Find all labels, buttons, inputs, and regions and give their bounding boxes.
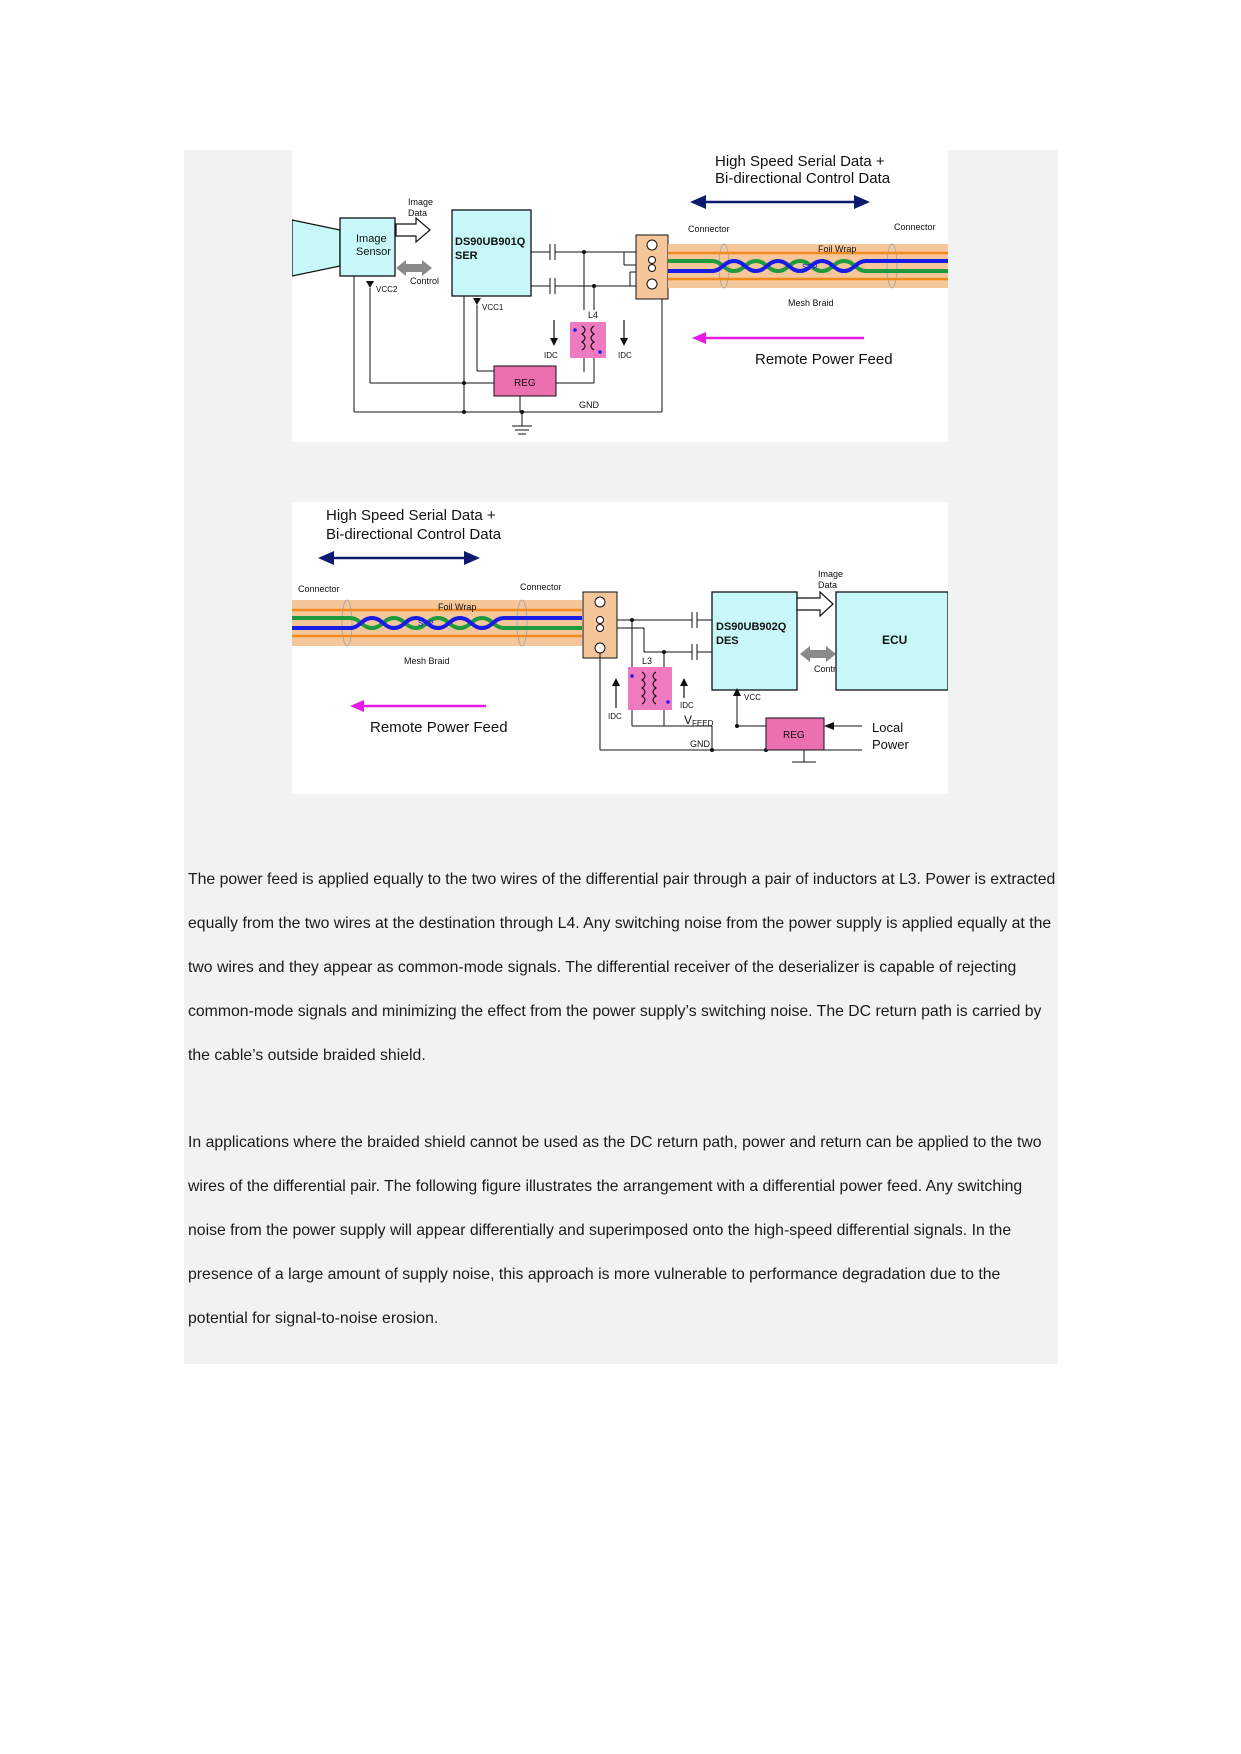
image-data-label-2: Data: [408, 208, 427, 218]
ser-chip-label-2: SER: [455, 250, 478, 262]
local-power-label-1: Local: [872, 720, 903, 735]
gnd-label-2: GND: [690, 739, 711, 749]
reg-block: [493, 365, 557, 397]
mesh-braid-label-2: Mesh Braid: [404, 656, 450, 666]
mesh-braid-label: Mesh Braid: [788, 298, 834, 308]
gnd-label: GND: [579, 400, 600, 410]
reg-block-2: [765, 717, 825, 751]
image-sensor-block: [339, 217, 396, 277]
ser-chip: [451, 209, 532, 297]
fig1-heading-line2: Bi-directional Control Data: [715, 170, 891, 187]
fig2-heading-line2: Bi-directional Control Data: [326, 526, 502, 543]
inductor-l3-label: L3: [642, 656, 652, 666]
des-chip-label-1: DS90UB902Q: [716, 621, 787, 633]
foil-wrap-label-2: Foil Wrap: [438, 602, 476, 612]
idc-right-label-2: IDC: [680, 701, 694, 710]
stp-label: STP: [802, 263, 818, 272]
inductor-l3: [628, 667, 672, 710]
power-ground-wiring: [353, 276, 663, 435]
vfeed-main: V: [684, 713, 692, 727]
vfeed-sub: FEED: [692, 719, 714, 728]
vcc-label-2: VCC: [744, 693, 761, 702]
camera-lens-icon: [292, 219, 341, 277]
remote-power-feed-label-2: Remote Power Feed: [370, 719, 508, 736]
control-label-2: Control: [814, 664, 843, 674]
ecu-label: ECU: [882, 633, 907, 647]
coupling-capacitors: [531, 244, 637, 310]
idc-left-label: IDC: [544, 351, 558, 360]
fig2-heading-line1: High Speed Serial Data +: [326, 507, 496, 524]
connector-left-label: Connector: [688, 224, 730, 234]
fig1-heading-line1: High Speed Serial Data +: [715, 153, 885, 170]
vcc2-label: VCC2: [376, 285, 398, 294]
connector-left-label-2: Connector: [298, 584, 340, 594]
vcc1-label: VCC1: [482, 303, 504, 312]
reg-label-2: REG: [783, 730, 805, 741]
paragraph-power-feed: The power feed is applied equally to the…: [188, 871, 1056, 1064]
image-data-arrow-2: [796, 590, 834, 618]
bidirectional-arrow: [690, 195, 870, 209]
connector-right-label-2: Connector: [520, 582, 562, 592]
image-data-label-2b: Data: [818, 580, 837, 590]
local-power-label-2: Power: [872, 737, 910, 752]
ser-chip-label-1: DS90UB901Q: [455, 236, 526, 248]
image-data-arrow: [395, 216, 431, 244]
control-arrow-2: [800, 646, 836, 662]
foil-wrap-label: Foil Wrap: [818, 244, 856, 254]
reg-label: REG: [514, 378, 536, 389]
connector-right-label: Connector: [894, 222, 936, 232]
stp-label-2: STP: [418, 619, 434, 628]
control-label: Control: [410, 276, 439, 286]
deserializer-diagram: High Speed Serial Data + Bi-directional …: [292, 502, 948, 794]
vfeed-label: VFEED: [684, 713, 714, 728]
bidirectional-arrow-2: [318, 551, 480, 565]
paragraph-differential-feed: In applications where the braided shield…: [188, 1134, 1042, 1327]
des-chip-label-2: DES: [716, 635, 739, 647]
image-data-label-2a: Image: [818, 569, 843, 579]
idc-left-label-2: IDC: [608, 712, 622, 721]
image-data-label-1: Image: [408, 197, 433, 207]
content-panel: High Speed Serial Data + Bi-directional …: [184, 150, 1058, 1364]
remote-power-feed-label: Remote Power Feed: [755, 351, 893, 368]
image-sensor-label-1: Image: [356, 233, 387, 245]
control-arrow: [396, 260, 432, 276]
idc-right-label: IDC: [618, 351, 632, 360]
inductor-l4-label: L4: [588, 310, 598, 320]
des-chip: [711, 591, 798, 691]
ecu-block: [835, 591, 948, 691]
image-sensor-label-2: Sensor: [356, 246, 391, 258]
stp-cable-2: [292, 600, 582, 646]
serializer-diagram: High Speed Serial Data + Bi-directional …: [292, 150, 948, 442]
